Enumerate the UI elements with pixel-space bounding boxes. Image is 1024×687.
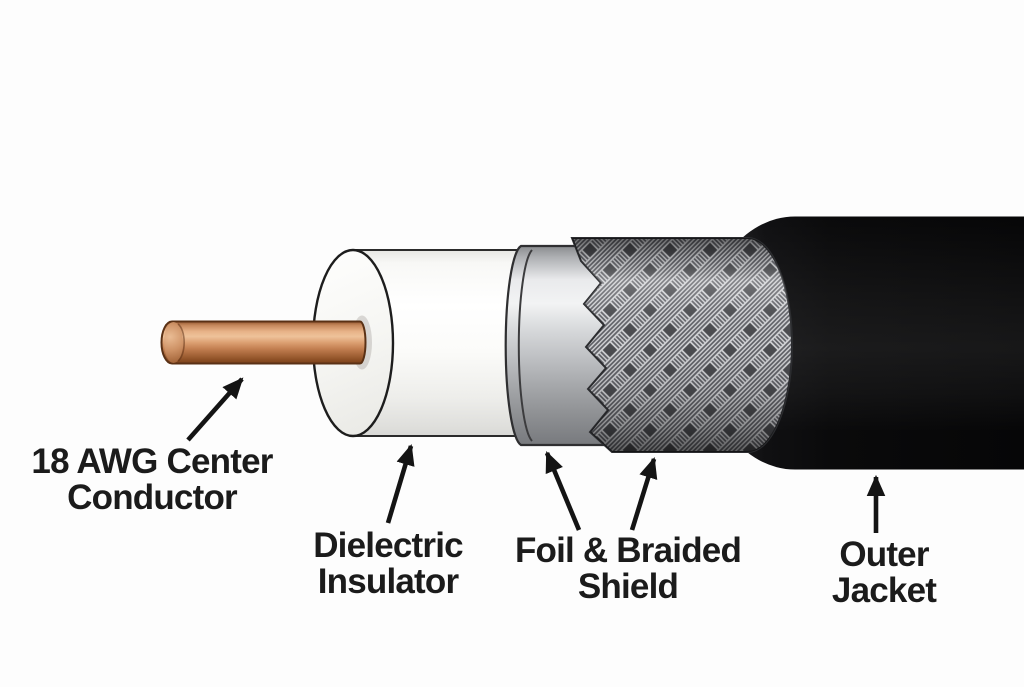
arrow-dielectric: [385, 443, 415, 524]
dielectric-insulator-graphic: [311, 248, 522, 438]
label-center-conductor: 18 AWG Center Conductor: [31, 442, 273, 517]
arrow-center-conductor: [186, 377, 244, 442]
arrow-foil-shield: [544, 451, 582, 531]
label-dielectric-insulator: Dielectric Insulator: [313, 526, 463, 601]
center-conductor-graphic: [160, 320, 367, 365]
braided-shield-graphic: [570, 237, 793, 453]
arrow-braided-shield: [629, 456, 658, 531]
label-foil-braided-shield: Foil & Braided Shield: [514, 531, 742, 606]
conductor-end-cap: [164, 322, 183, 363]
label-outer-jacket: Outer Jacket: [831, 535, 937, 610]
